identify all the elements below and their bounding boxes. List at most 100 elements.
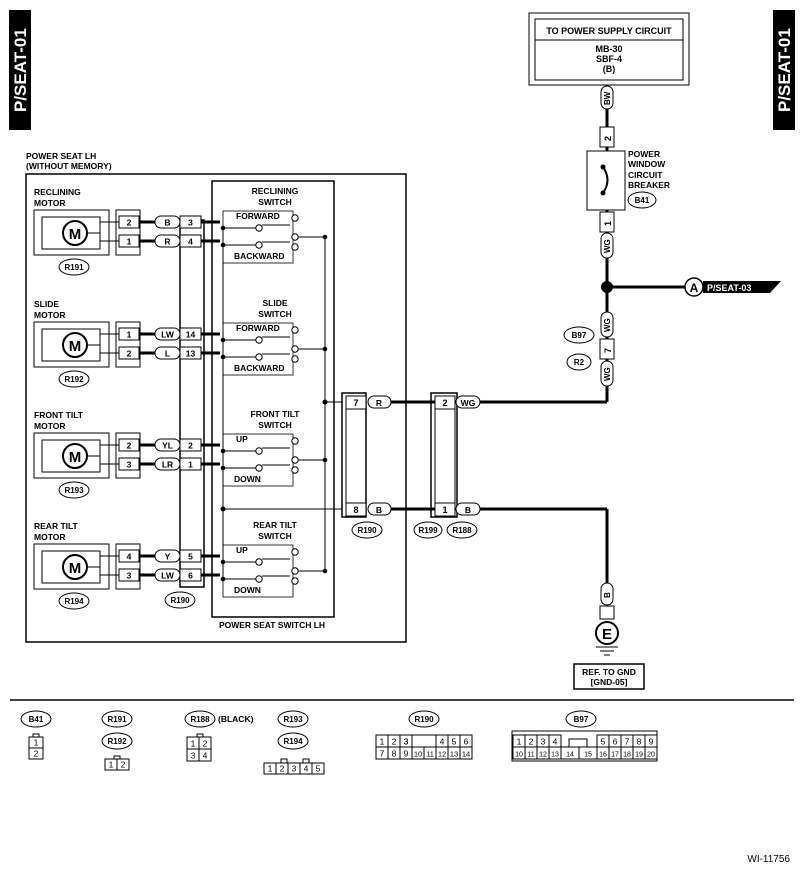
power-supply-line2: SBF-4 xyxy=(596,54,622,64)
ground-ref-1: REF. TO GND xyxy=(582,667,636,677)
legend-pin: 5 xyxy=(316,764,321,774)
legend-r190: R190 xyxy=(414,715,434,724)
wire-b-1: B xyxy=(376,505,382,515)
switch-name-1: SLIDE xyxy=(262,298,287,308)
wg-wire: WG A P/SEAT-03 WG 7 B97 R2 WG xyxy=(563,232,781,402)
switches: RECLININGSWITCHFORWARDBACKWARDSLIDESWITC… xyxy=(204,186,328,598)
motor-name-1: RECLINING xyxy=(34,187,81,197)
legend-pin: 16 xyxy=(599,752,607,759)
motor-name-2: MOTOR xyxy=(34,532,65,542)
motor-pin: 2 xyxy=(127,349,132,359)
switch-pin: 6 xyxy=(188,571,193,581)
r190-pin-8: 8 xyxy=(353,505,358,515)
switch-box xyxy=(211,180,335,618)
legend-pin: 13 xyxy=(450,750,458,759)
r190-connector: 7 8 R B R190 xyxy=(341,392,392,539)
switch-pin: 2 xyxy=(188,441,193,451)
legend-pin: 2 xyxy=(280,764,285,774)
motor-name-1: SLIDE xyxy=(34,299,59,309)
legend-r191: R191 xyxy=(107,715,127,724)
module-title-2: (WITHOUT MEMORY) xyxy=(26,161,112,171)
switch-pin: 13 xyxy=(186,349,196,359)
legend-r194: R194 xyxy=(283,737,303,746)
motor-symbol: M xyxy=(69,560,82,577)
legend-pin: 10 xyxy=(414,750,422,759)
switch-pin: 14 xyxy=(186,330,196,340)
motor-name-2: MOTOR xyxy=(34,421,65,431)
r190-inner-connector xyxy=(179,219,205,588)
legend-pin: 1 xyxy=(191,739,196,749)
legend-pin: 5 xyxy=(601,737,606,747)
feed-wires xyxy=(391,400,609,600)
b97-pin: 7 xyxy=(603,348,613,353)
r190-label-left: R190 xyxy=(170,596,190,605)
legend-pin: 2 xyxy=(529,737,534,747)
legend-pin: 14 xyxy=(462,750,470,759)
wire-wg-2: WG xyxy=(603,318,612,332)
r199-r188-connector: 2 1 WG B R199 R188 xyxy=(413,392,481,539)
switch-pos-1: UP xyxy=(236,434,248,444)
ground-ref-2: [GND-05] xyxy=(591,677,628,687)
motor-symbol: M xyxy=(69,449,82,466)
legend-pin: 15 xyxy=(584,752,592,759)
legend-pin: 5 xyxy=(452,737,457,747)
legend-pin: 4 xyxy=(304,764,309,774)
wire-b-3: B xyxy=(603,592,612,598)
motor-connector: R192 xyxy=(64,375,84,384)
switch-name-2: SWITCH xyxy=(258,531,292,541)
switch-name-1: FRONT TILT xyxy=(251,409,301,419)
breaker-pin-bottom: 1 xyxy=(603,221,613,226)
module-title-1: POWER SEAT LH xyxy=(26,151,96,161)
wire-color: LW xyxy=(161,571,175,581)
motor-pin: 1 xyxy=(127,330,132,340)
legend-pin: 11 xyxy=(527,752,534,759)
legend-r188-note: (BLACK) xyxy=(218,714,254,724)
page-tab-right xyxy=(773,10,795,130)
circuit-breaker: 1 POWER WINDOW CIRCUIT BREAKER B41 xyxy=(586,147,670,233)
wire-color: Y xyxy=(165,552,171,562)
seat-link-label: P/SEAT-03 xyxy=(707,283,751,293)
wire-color: LW xyxy=(161,330,175,340)
r199-label: R199 xyxy=(418,526,438,535)
legend-pin: 12 xyxy=(539,752,547,759)
legend-pin: 3 xyxy=(292,764,297,774)
legend-pin: 20 xyxy=(647,752,655,759)
switch-pin: 4 xyxy=(188,237,193,247)
legend-pin: 1 xyxy=(109,760,114,770)
r199-pin-2: 2 xyxy=(442,398,447,408)
legend-pin: 14 xyxy=(566,752,574,759)
wire-wg-3: WG xyxy=(603,367,612,381)
legend-pin: 9 xyxy=(404,749,409,759)
legend-pin: 2 xyxy=(121,760,126,770)
legend-pin: 8 xyxy=(392,749,397,759)
power-seat-box xyxy=(25,173,407,643)
switch-pos-1: UP xyxy=(236,545,248,555)
legend-pin: 18 xyxy=(623,752,631,759)
motor-symbol: M xyxy=(69,338,82,355)
legend-pin: 12 xyxy=(438,750,446,759)
seat-link-letter: A xyxy=(690,281,699,295)
legend-pin: 4 xyxy=(553,737,558,747)
motor-pin: 2 xyxy=(127,441,132,451)
legend-pin: 13 xyxy=(551,752,559,759)
breaker-label-2: WINDOW xyxy=(628,159,666,169)
switch-box-label: POWER SEAT SWITCH LH xyxy=(219,620,325,630)
motor-pin: 3 xyxy=(127,460,132,470)
page-tab-left-label: P/SEAT-01 xyxy=(11,28,30,112)
switch-name-2: SWITCH xyxy=(258,309,292,319)
motor-connector: R194 xyxy=(64,597,84,606)
switch-pos-2: DOWN xyxy=(234,474,261,484)
figure-id: WI-11756 xyxy=(747,854,790,865)
legend-pin: 6 xyxy=(613,737,618,747)
wire-color: L xyxy=(165,349,170,359)
ground: B E REF. TO GND [GND-05] xyxy=(573,582,645,690)
wire-r: R xyxy=(376,398,382,408)
switch-pin: 1 xyxy=(188,460,193,470)
